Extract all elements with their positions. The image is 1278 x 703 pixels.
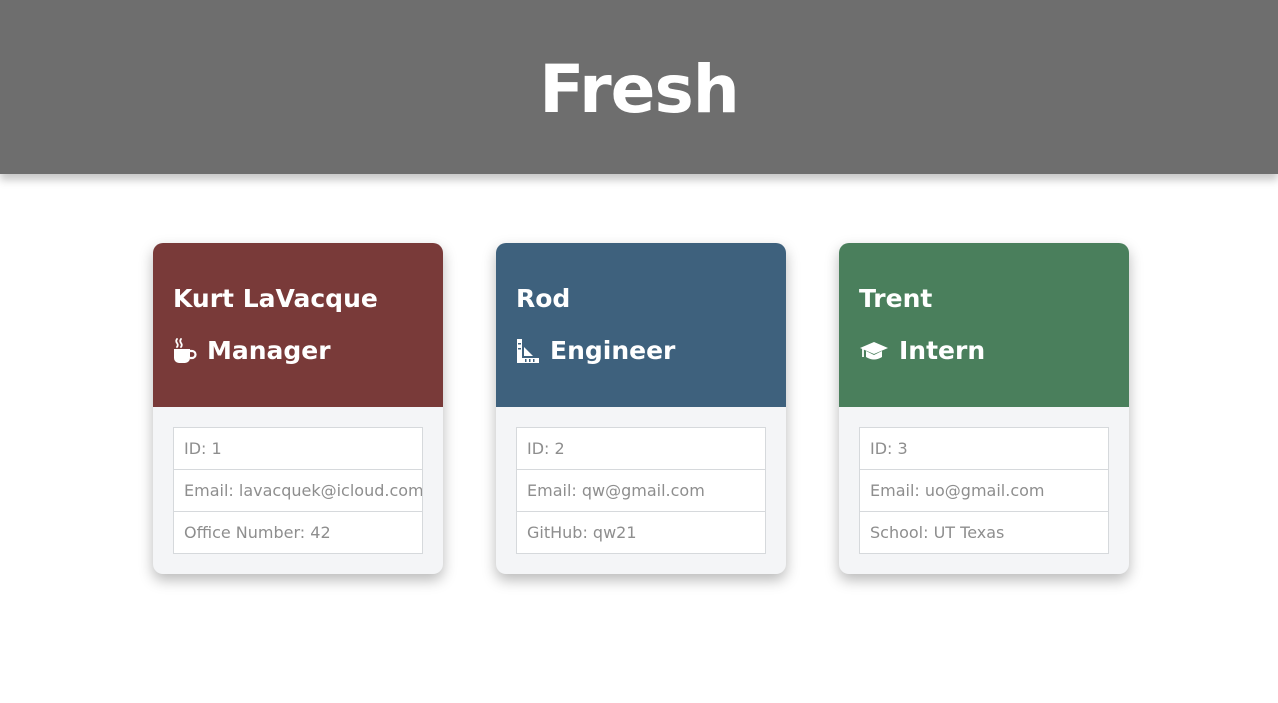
employee-card-intern: Trent Intern ID: 3 Email: uo@gmail.com S… (839, 243, 1129, 574)
ruler-triangle-icon (516, 338, 540, 364)
employee-name: Trent (859, 284, 933, 313)
page-header: Fresh (0, 0, 1278, 174)
employee-role: Manager (173, 335, 423, 367)
id-item: ID: 2 (527, 439, 565, 458)
employee-card-manager: Kurt LaVacque Manager ID: 1 Email: lavac… (153, 243, 443, 574)
details-list: ID: 1 Email: lavacquek@icloud.com Office… (173, 427, 423, 554)
employee-role-label: Manager (207, 336, 331, 365)
card-body: ID: 2 Email: qw@gmail.com GitHub: qw21 (496, 407, 786, 574)
details-list: ID: 3 Email: uo@gmail.com School: UT Tex… (859, 427, 1109, 554)
github-item: GitHub: qw21 (517, 511, 765, 553)
card-header: Kurt LaVacque Manager (153, 243, 443, 407)
card-body: ID: 1 Email: lavacquek@icloud.com Office… (153, 407, 443, 574)
office-number-item: Office Number: 42 (174, 511, 422, 553)
school-item: School: UT Texas (860, 511, 1108, 553)
employee-name: Rod (516, 284, 571, 313)
employee-name: Kurt LaVacque (173, 284, 378, 313)
card-header: Rod Engineer (496, 243, 786, 407)
email-item: Email: uo@gmail.com (860, 469, 1108, 511)
mug-icon (173, 338, 197, 364)
employee-role-label: Engineer (550, 336, 676, 365)
graduation-cap-icon (859, 338, 889, 364)
card-header: Trent Intern (839, 243, 1129, 407)
employee-role-label: Intern (899, 336, 986, 365)
page-title: Fresh (539, 50, 739, 128)
employee-role: Engineer (516, 335, 766, 367)
id-item: ID: 1 (184, 439, 222, 458)
details-list: ID: 2 Email: qw@gmail.com GitHub: qw21 (516, 427, 766, 554)
employee-role: Intern (859, 335, 1109, 367)
card-body: ID: 3 Email: uo@gmail.com School: UT Tex… (839, 407, 1129, 574)
email-item: Email: qw@gmail.com (517, 469, 765, 511)
id-item: ID: 3 (870, 439, 908, 458)
email-item: Email: lavacquek@icloud.com (174, 469, 422, 511)
employee-card-engineer: Rod Engineer ID: 2 Email: qw@gmail.com G… (496, 243, 786, 574)
